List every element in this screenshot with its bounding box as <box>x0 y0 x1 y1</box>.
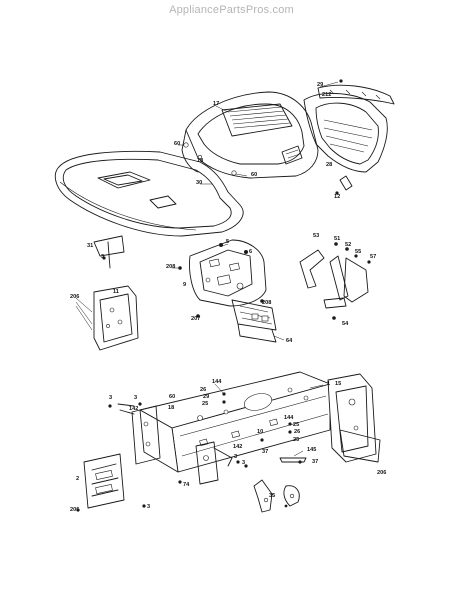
part-label-p53[interactable]: 53 <box>313 233 319 239</box>
part-label-p35[interactable]: 35 <box>269 493 275 499</box>
hood-top[interactable] <box>181 91 319 179</box>
part-label-p3c[interactable]: 3 <box>134 395 137 401</box>
part-label-p60c[interactable]: 60 <box>169 394 175 400</box>
rear-plate[interactable] <box>327 373 381 463</box>
part-label-p206a[interactable]: 206 <box>70 294 79 300</box>
part-label-p144b[interactable]: 144 <box>284 415 294 421</box>
part-label-p25c[interactable]: 25 <box>293 437 299 443</box>
part-number-callouts: 2921217601860302812562089208207643131120… <box>70 82 386 513</box>
headlight-bar[interactable] <box>317 79 395 105</box>
part-label-p51[interactable]: 51 <box>334 236 340 242</box>
dash-screws[interactable] <box>178 243 264 318</box>
frame-fasteners[interactable] <box>108 392 307 508</box>
part-label-p10[interactable]: 10 <box>257 429 263 435</box>
part-label-p3d[interactable]: 3 <box>234 454 237 460</box>
dash-bracket[interactable] <box>231 299 277 343</box>
part-label-p18[interactable]: 18 <box>197 158 203 164</box>
part-label-p31[interactable]: 31 <box>87 243 93 249</box>
part-label-p25b[interactable]: 25 <box>293 422 299 428</box>
grille[interactable] <box>303 92 388 173</box>
part-label-p208a[interactable]: 208 <box>166 264 175 270</box>
part-label-p145[interactable]: 145 <box>307 447 316 453</box>
part-label-p55[interactable]: 55 <box>355 249 361 255</box>
part-label-p60b[interactable]: 60 <box>251 172 257 178</box>
part-label-p57[interactable]: 57 <box>370 254 376 260</box>
part-label-p60a[interactable]: 60 <box>174 141 180 147</box>
part-label-p18b[interactable]: 18 <box>168 405 174 411</box>
fender-pan[interactable] <box>54 150 244 237</box>
part-label-p29[interactable]: 29 <box>317 82 323 88</box>
frame-bracket-left[interactable] <box>117 403 161 465</box>
part-label-p28[interactable]: 28 <box>326 162 332 168</box>
front-bumper[interactable] <box>76 453 125 512</box>
part-label-p26a[interactable]: 26 <box>200 387 206 393</box>
part-label-p2[interactable]: 2 <box>76 476 79 482</box>
part-label-p11[interactable]: 11 <box>113 289 119 295</box>
axle-support[interactable] <box>195 441 233 485</box>
part-label-p144a[interactable]: 144 <box>212 379 222 385</box>
part-label-p37b[interactable]: 37 <box>312 459 318 465</box>
part-label-p207[interactable]: 207 <box>191 316 200 322</box>
main-frame[interactable] <box>139 371 331 473</box>
part-label-p3a[interactable]: 3 <box>101 254 104 260</box>
part-label-p212[interactable]: 212 <box>322 92 331 98</box>
part-label-p142b[interactable]: 142 <box>233 444 242 450</box>
part-label-p37a[interactable]: 37 <box>262 449 268 455</box>
steering-support[interactable] <box>93 235 125 269</box>
site-watermark: AppliancePartsPros.com <box>169 4 294 16</box>
lift-linkage[interactable] <box>299 242 371 320</box>
part-label-p15[interactable]: 15 <box>335 381 341 387</box>
side-panel-left[interactable] <box>75 285 139 351</box>
part-label-p208b[interactable]: 208 <box>262 300 271 306</box>
part-label-p3f[interactable]: 3 <box>147 504 150 510</box>
part-label-p1[interactable]: 1 <box>327 381 330 387</box>
part-label-p30[interactable]: 30 <box>196 180 202 186</box>
dash-panel[interactable] <box>189 239 267 307</box>
part-label-p17[interactable]: 17 <box>213 101 219 107</box>
part-label-p74[interactable]: 74 <box>183 482 190 488</box>
part-label-p12[interactable]: 12 <box>334 194 340 200</box>
leader-lines <box>172 81 339 457</box>
part-label-p142a[interactable]: 142 <box>129 406 138 412</box>
part-label-p29b[interactable]: 29 <box>203 394 209 400</box>
part-label-p9[interactable]: 9 <box>183 282 186 288</box>
part-label-p206b[interactable]: 206 <box>70 507 79 513</box>
part-label-p26b[interactable]: 26 <box>294 429 300 435</box>
part-label-p3e[interactable]: 3 <box>242 460 245 466</box>
part-label-p54[interactable]: 54 <box>342 321 349 327</box>
part-label-p25a[interactable]: 25 <box>202 401 208 407</box>
part-label-p5[interactable]: 5 <box>226 239 229 245</box>
part-label-p206c[interactable]: 206 <box>377 470 386 476</box>
hood-hardware[interactable] <box>183 142 353 195</box>
part-label-p3b[interactable]: 3 <box>109 395 112 401</box>
part-label-p6[interactable]: 6 <box>249 249 252 255</box>
part-label-p52[interactable]: 52 <box>345 242 351 248</box>
part-label-p64[interactable]: 64 <box>286 338 293 344</box>
drawbar-links[interactable] <box>253 479 300 513</box>
